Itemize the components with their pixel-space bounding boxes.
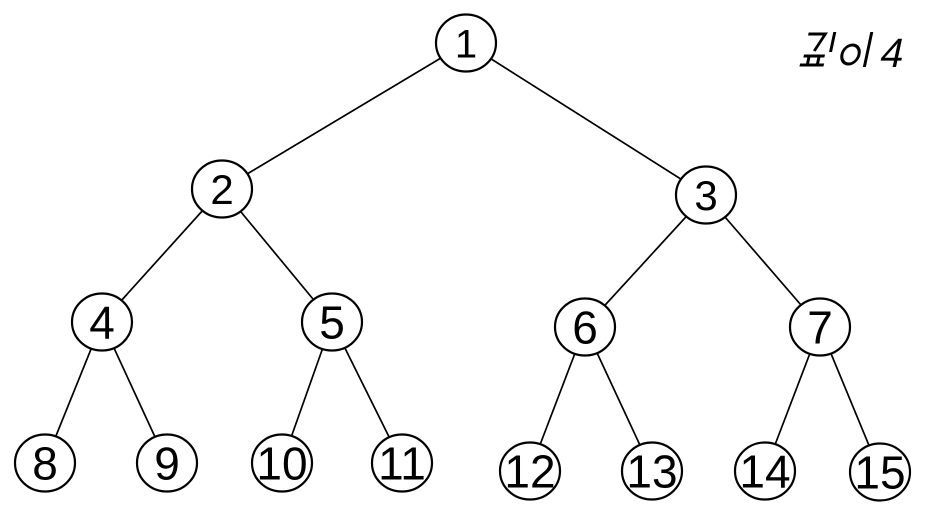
tree-node-14: 14 [733,441,797,501]
tree-node-2: 2 [190,159,254,219]
node-label: 2 [210,166,233,213]
node-label: 8 [32,438,58,490]
node-label: 7 [807,302,833,354]
node-label: 4 [89,297,115,349]
tree-node-15: 15 [848,442,912,502]
node-label: 11 [378,438,426,490]
node-label: 3 [694,172,717,219]
node-circle [553,297,617,357]
node-label: 13 [626,446,677,498]
node-circle [13,433,77,493]
tree-node-9: 9 [135,433,199,493]
tree-node-6: 6 [553,297,617,357]
node-circle [190,159,254,219]
node-circle [788,297,852,357]
node-label: 15 [854,447,905,499]
node-label: 14 [739,446,790,498]
tree-node-5: 5 [300,292,364,352]
tree-node-13: 13 [620,441,684,501]
depth-caption-number: 4 [876,29,909,75]
node-circle [498,441,562,501]
node-circle [848,442,912,502]
node-label: 1 [455,22,477,66]
node-circle [70,292,134,352]
tree-node-12: 12 [498,441,562,501]
tree-edges [44,42,881,473]
tree-node-8: 8 [13,433,77,493]
node-circle [733,441,797,501]
tree-node-4: 4 [70,292,134,352]
node-label: 5 [319,297,345,349]
node-circle [300,292,364,352]
node-circle [434,13,498,73]
node-label: 10 [256,438,307,490]
tree-node-1: 1 [434,13,498,73]
node-circle [135,433,199,493]
node-circle [370,433,434,493]
tree-node-11: 11 [370,433,434,493]
depth-caption: 4 [799,29,909,76]
tree-node-10: 10 [250,433,314,493]
node-label: 12 [504,446,555,498]
hangul-gip-glyph [799,32,837,67]
tree-edge-1-2 [221,42,467,190]
tree-node-7: 7 [788,297,852,357]
node-circle [620,441,684,501]
tree-node-3: 3 [674,165,738,225]
node-circle [250,433,314,493]
node-circle [674,165,738,225]
hangul-i-glyph [840,32,874,67]
node-label: 9 [154,438,180,490]
tree-edge-1-3 [465,42,707,196]
node-label: 6 [572,302,598,354]
